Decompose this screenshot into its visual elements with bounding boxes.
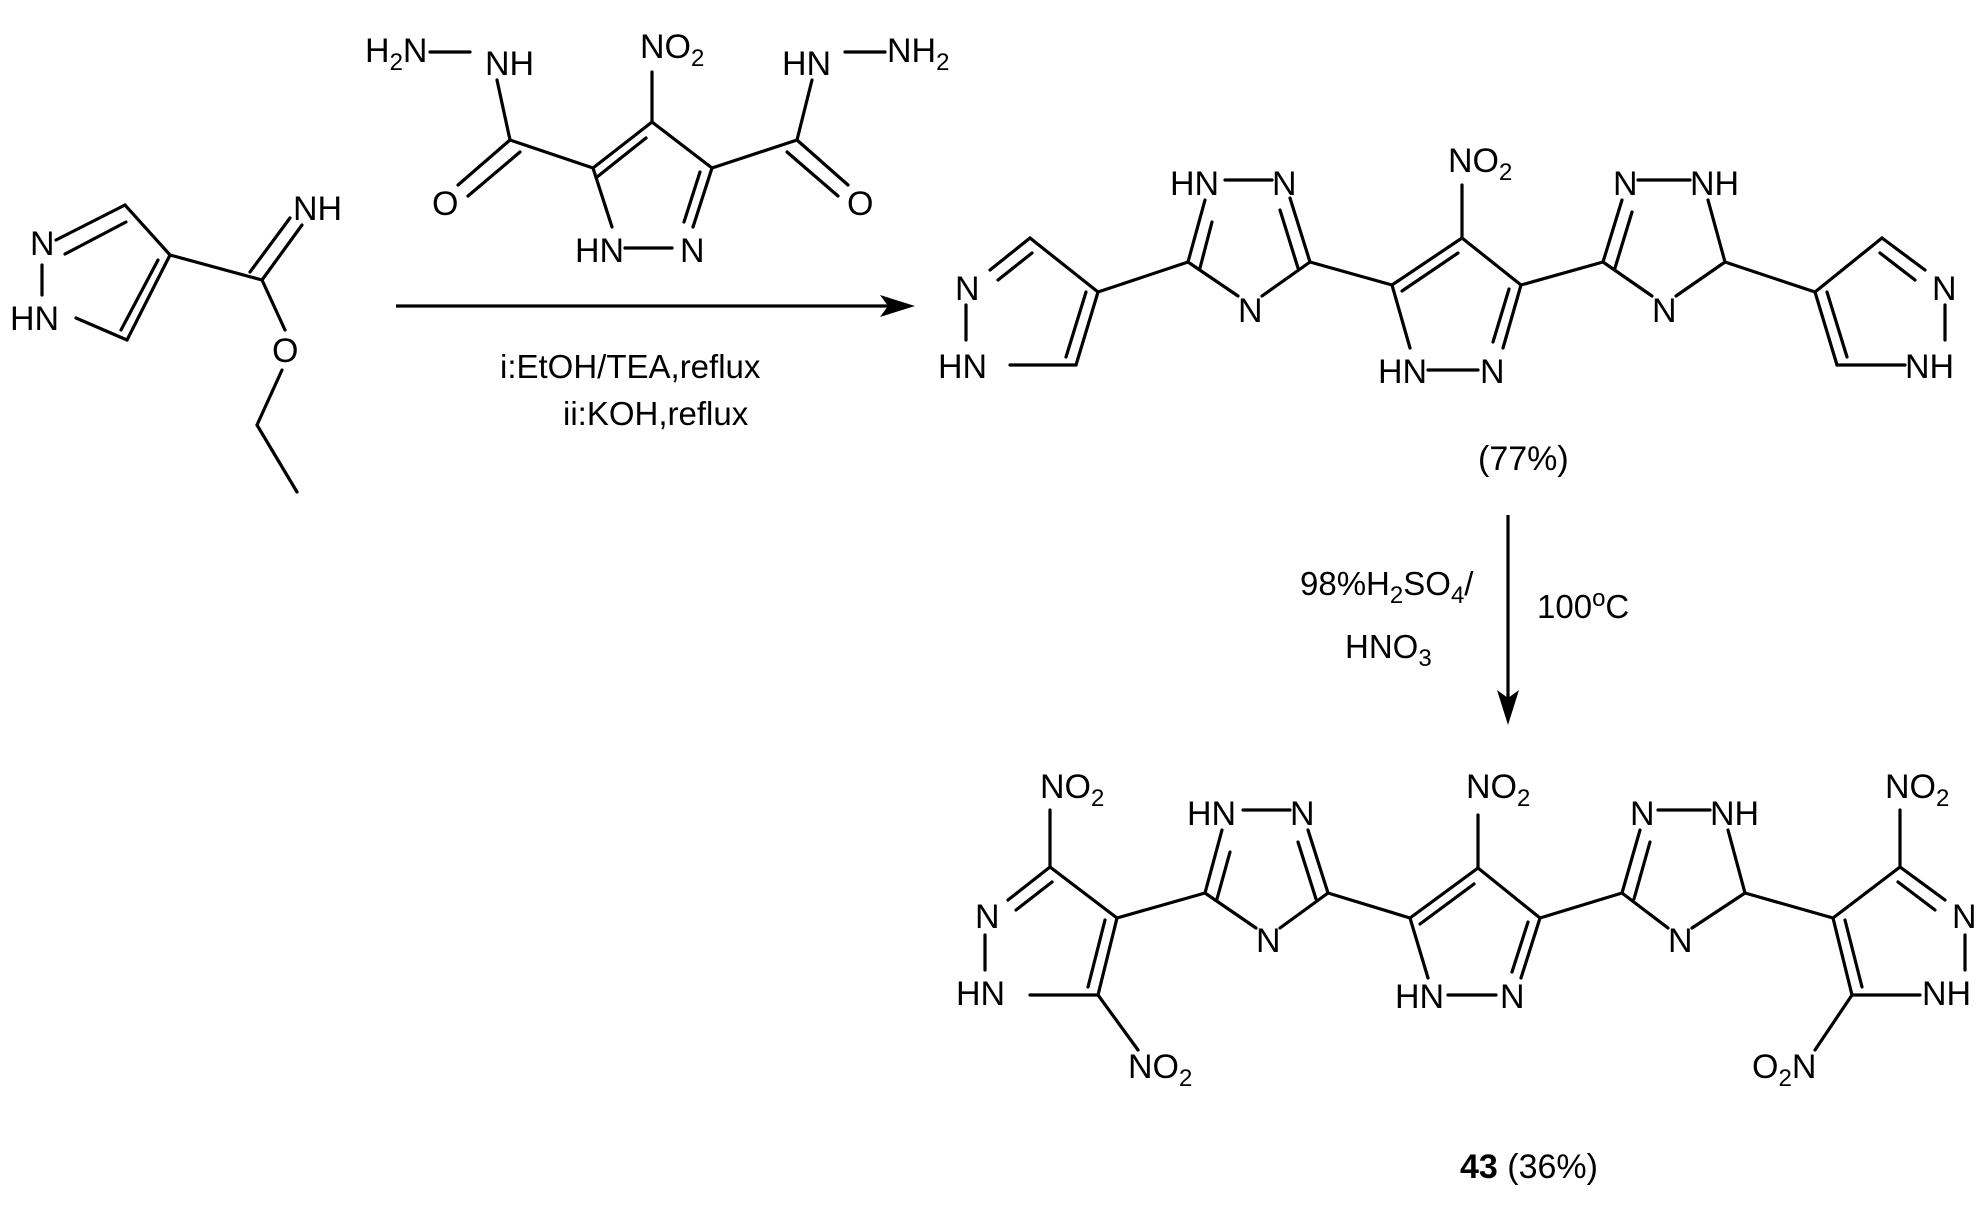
conditions-line-1: i:EtOH/TEA,reflux (500, 348, 761, 385)
int-right-triazole-n4-label: N (1652, 292, 1677, 330)
reagent-left-o-label: O (432, 185, 458, 223)
ester-o-label: O (272, 332, 298, 370)
conditions-line-2: ii:KOH,reflux (563, 395, 749, 432)
int-right-triazole-nh-label: NH (1690, 165, 1739, 203)
nitration-reagent-line-1: 98%H2SO4/ (1300, 565, 1474, 609)
intermediate-structure: NO2 HN N N N NH N N HN HN N N NH (938, 142, 1957, 391)
prod-left-pyrazole-n-label: N (975, 898, 1000, 936)
prod-right-triazole-n-label: N (1630, 795, 1655, 833)
prod-right-pyrazole-n-label: N (1952, 898, 1977, 936)
int-nitro-label: NO2 (1448, 142, 1512, 186)
prod-left-triazole-n-label: N (1290, 795, 1315, 833)
int-right-pyrazole-nh-label: NH (1905, 348, 1954, 386)
prod-right-triazole-nh-label: NH (1710, 795, 1759, 833)
reagent-right-o-label: O (847, 185, 873, 223)
dihydrazide-reagent: NO2 H2N NH HN NH2 O O HN N (365, 28, 949, 270)
product-structure: NO2 NO2 NO2 NO2 O2N HN N N N NH N N HN H… (956, 768, 1977, 1092)
prod-center-nitro-label: NO2 (1466, 768, 1530, 812)
prod-center-n-label: N (1500, 978, 1525, 1016)
product-label: 43 (36%) (1460, 1148, 1598, 1186)
intermediate-yield: (77%) (1478, 440, 1569, 478)
int-left-triazole-n4-label: N (1238, 292, 1263, 330)
int-right-triazole-n-label: N (1613, 165, 1638, 203)
prod-left-triazole-n4-label: N (1256, 922, 1281, 960)
prod-left-bottom-nitro-label: NO2 (1128, 1048, 1192, 1092)
reaction-arrow-2 (1497, 515, 1519, 725)
reagent-right-hn-label: HN (782, 45, 831, 83)
product-yield: (36%) (1507, 1148, 1598, 1186)
prod-left-top-nitro-label: NO2 (1040, 768, 1104, 812)
ring-hn-label: HN (10, 300, 59, 338)
reagent-ring-hn-label: HN (575, 232, 624, 270)
reagent-h2n-label: H2N (365, 32, 427, 76)
prod-right-triazole-n4-label: N (1668, 922, 1693, 960)
int-left-pyrazole-n-label: N (955, 270, 980, 308)
int-left-triazole-n-label: N (1272, 165, 1297, 203)
reagent-left-nh-label: NH (485, 45, 534, 83)
compound-number: 43 (1460, 1148, 1498, 1186)
prod-center-hn-label: HN (1395, 978, 1444, 1016)
reagent-nitro-label: NO2 (640, 28, 704, 72)
prod-left-pyrazole-hn-label: HN (956, 975, 1005, 1013)
nitration-reagent-line-2: HNO3 (1345, 628, 1432, 672)
int-right-pyrazole-n-label: N (1932, 270, 1957, 308)
int-left-triazole-hn-label: HN (1170, 165, 1219, 203)
nitration-temperature: 100oC (1537, 585, 1629, 625)
starting-imidate: N HN NH O (10, 190, 342, 494)
prod-right-bottom-nitro-label: O2N (1752, 1048, 1816, 1092)
int-center-hn-label: HN (1378, 353, 1427, 391)
ring-n-label: N (30, 225, 55, 263)
int-center-n-label: N (1480, 353, 1505, 391)
imine-nh-label: NH (293, 190, 342, 228)
reagent-nh2-label: NH2 (887, 32, 949, 76)
reagent-ring-n-label: N (680, 232, 705, 270)
prod-right-top-nitro-label: NO2 (1885, 768, 1949, 812)
prod-left-triazole-hn-label: HN (1187, 795, 1236, 833)
reaction-arrow-1 (396, 295, 915, 317)
int-left-pyrazole-hn-label: HN (938, 348, 987, 386)
prod-right-pyrazole-nh-label: NH (1922, 975, 1971, 1013)
